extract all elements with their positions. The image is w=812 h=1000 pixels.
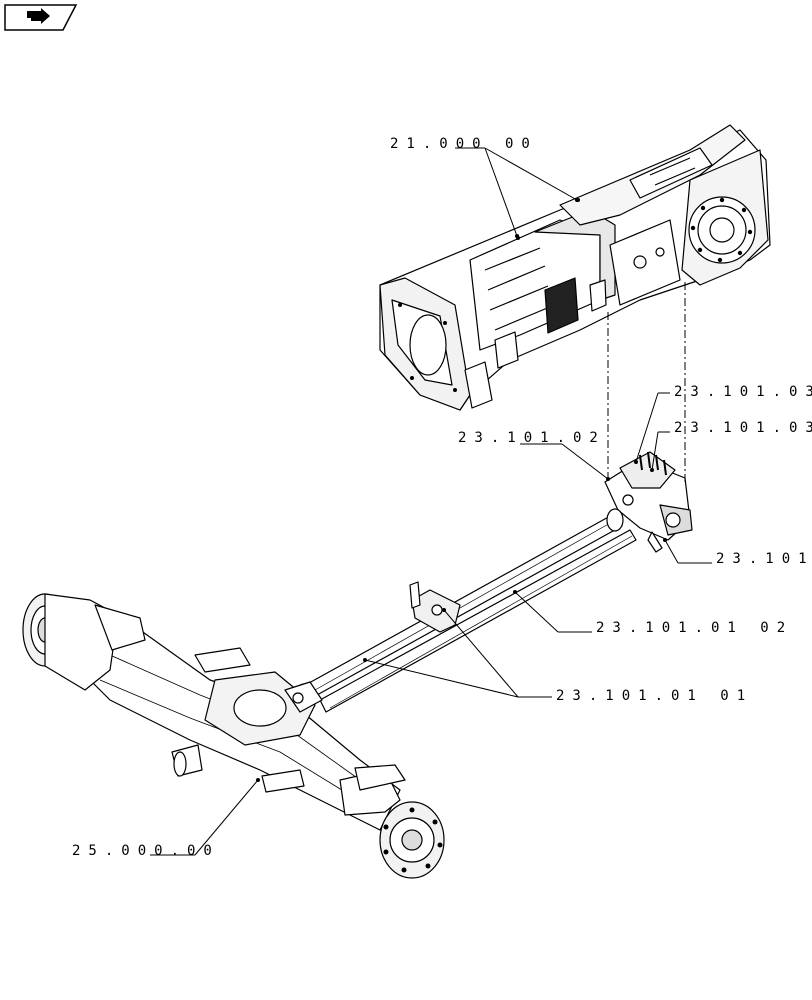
callout-drive-shaft-front[interactable]: 23.101.01 01 bbox=[556, 688, 753, 704]
callout-front-drive-housing[interactable]: 23.101.02 bbox=[458, 430, 606, 446]
leader-dots bbox=[256, 198, 667, 782]
callout-front-axle[interactable]: 25.000.00 bbox=[72, 843, 220, 859]
leader-lines bbox=[150, 147, 712, 856]
alignment-lines bbox=[607, 282, 686, 485]
callout-labels: 21.000 00 23.101.03 23.101.03 23.101.02 … bbox=[72, 136, 812, 859]
callout-drive-shaft-rear[interactable]: 23.101.01 02 bbox=[596, 620, 793, 636]
callout-transmission[interactable]: 21.000 00 bbox=[390, 136, 538, 152]
front-axle bbox=[22, 593, 445, 879]
drive-shafts bbox=[295, 508, 637, 713]
callout-pto-shaft-a[interactable]: 23.101.03 bbox=[674, 384, 812, 400]
callout-pto-shaft-b[interactable]: 23.101.03 bbox=[674, 420, 812, 436]
next-page-button[interactable] bbox=[4, 4, 78, 31]
next-page-arrow-icon bbox=[27, 8, 50, 24]
callout-front-drive-gearbox[interactable]: 23.101 bbox=[716, 551, 812, 567]
transmission-housing bbox=[379, 124, 771, 411]
